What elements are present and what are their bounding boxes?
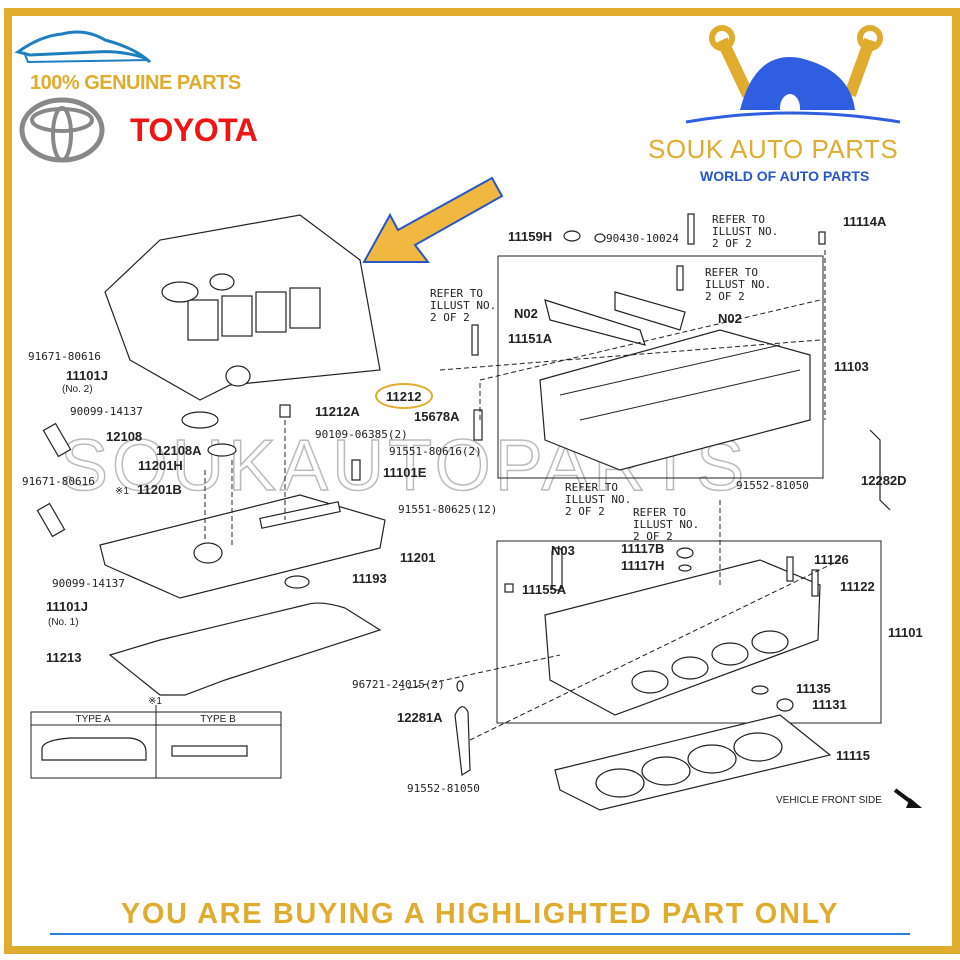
toyota-emblem-icon [19, 97, 105, 163]
callout: 11135 [796, 681, 831, 696]
svg-text:ILLUST NO.: ILLUST NO. [430, 299, 496, 312]
callout: 91552-81050 [736, 479, 809, 492]
callout: 91551-80616(2) [389, 445, 482, 458]
callout: 91551-80625(12) [398, 503, 497, 516]
small-parts [36, 324, 483, 589]
shop-tagline: WORLD OF AUTO PARTS [700, 168, 870, 184]
svg-text:REFER TO: REFER TO [430, 287, 483, 300]
callout: ※1 [115, 486, 129, 497]
callout: N03 [551, 543, 575, 558]
callout: 12281A [397, 710, 443, 725]
arrow-head-icon [906, 798, 922, 808]
image-frame [4, 8, 960, 954]
callout: 11101E [383, 465, 427, 480]
callout: 11122 [840, 579, 875, 594]
callout: 11155A [522, 582, 567, 597]
callout: N02 [514, 306, 538, 321]
callout: N02 [718, 311, 742, 326]
svg-text:REFER TO: REFER TO [565, 481, 618, 494]
svg-text:ILLUST NO.: ILLUST NO. [565, 493, 631, 506]
highlighted-part-banner: YOU ARE BUYING A HIGHLIGHTED PART ONLY [120, 898, 840, 930]
callout-labels: 91671-80616 11101J (No. 2) 90099-14137 1… [22, 214, 923, 795]
svg-text:2 OF 2: 2 OF 2 [430, 311, 470, 324]
seal-type-table: TYPE A TYPE B [30, 705, 282, 779]
callout: 11101J [66, 368, 108, 383]
callout-highlighted: 11212 [386, 389, 421, 404]
callout: 91552-81050 [407, 782, 480, 795]
callout: 11159H [508, 229, 552, 244]
svg-text:2 OF 2: 2 OF 2 [565, 505, 605, 518]
cam-housing-box [497, 255, 824, 479]
svg-text:REFER TO: REFER TO [705, 266, 758, 279]
refer-note: REFER TO ILLUST NO. 2 OF 2 [712, 213, 778, 250]
callout: 11201H [138, 458, 183, 473]
callout: 11151A [508, 331, 553, 346]
engine-hanger-part [869, 429, 891, 511]
callout: 11201 [400, 550, 435, 565]
callout: (No. 2) [62, 384, 93, 395]
genuine-parts-label: 100% GENUINE PARTS [30, 72, 241, 94]
svg-text:REFER TO: REFER TO [633, 506, 686, 519]
highlight-arrow-icon [362, 176, 504, 263]
callout: ※1 [148, 696, 162, 707]
callout: 11212A [315, 404, 360, 419]
valve-cover-part [99, 494, 386, 599]
cam-housing-part [539, 213, 826, 471]
callout: 12282D [861, 473, 907, 488]
callout: 11117B [621, 541, 664, 556]
brand-name: TOYOTA [130, 112, 258, 148]
svg-text:ILLUST NO.: ILLUST NO. [633, 518, 699, 531]
svg-text:2 OF 2: 2 OF 2 [712, 237, 752, 250]
callout: 11117H [621, 558, 664, 573]
vehicle-front-label: VEHICLE FRONT SIDE [776, 795, 882, 806]
callout: 90430-10024 [606, 232, 679, 245]
type-b-label: TYPE B [200, 714, 236, 725]
refer-note: REFER TO ILLUST NO. 2 OF 2 [705, 266, 771, 303]
cylinder-head-box [496, 540, 882, 724]
refer-note: REFER TO ILLUST NO. 2 OF 2 [565, 481, 631, 518]
banner-underline [50, 933, 910, 935]
refer-note: REFER TO ILLUST NO. 2 OF 2 [430, 287, 496, 324]
callout: 11201B [137, 482, 182, 497]
cylinder-head-part [456, 547, 821, 716]
callout: 96721-24015(2) [352, 678, 445, 691]
engine-cover-part [104, 214, 381, 401]
souk-logo-icon [685, 25, 901, 124]
callout: 15678A [414, 409, 460, 424]
svg-text:2 OF 2: 2 OF 2 [633, 530, 673, 543]
callout: 11114A [843, 214, 887, 229]
callout: 11115 [836, 748, 870, 763]
callout: 11126 [814, 552, 849, 567]
callout: 11101 [888, 625, 923, 640]
callout: 11193 [352, 571, 387, 586]
callout: 91671-80616 [22, 475, 95, 488]
shop-name: SOUK AUTO PARTS [648, 134, 899, 164]
callout: 11213 [46, 650, 81, 665]
callout: (No. 1) [48, 617, 79, 628]
callout: 12108 [106, 429, 142, 444]
engine-hanger-front-part [454, 706, 471, 777]
callout: 91671-80616 [28, 350, 101, 363]
svg-text:ILLUST NO.: ILLUST NO. [712, 225, 778, 238]
callout: 12108A [156, 443, 202, 458]
callout: 11101J [46, 599, 88, 614]
svg-text:ILLUST NO.: ILLUST NO. [705, 278, 771, 291]
callout: 11103 [834, 359, 869, 374]
valve-cover-gasket-part [108, 602, 382, 696]
dashed-leaders [204, 250, 841, 741]
car-logo-icon [14, 30, 152, 64]
callout: 11131 [812, 697, 847, 712]
type-a-label: TYPE A [75, 714, 110, 725]
callout: 90099-14137 [52, 577, 125, 590]
svg-text:2 OF 2: 2 OF 2 [705, 290, 745, 303]
callout: 90099-14137 [70, 405, 143, 418]
head-gasket-part [554, 714, 832, 811]
svg-text:REFER TO: REFER TO [712, 213, 765, 226]
callout: 90109-06385(2) [315, 428, 408, 441]
highlight-oval [375, 383, 433, 409]
refer-note: REFER TO ILLUST NO. 2 OF 2 [633, 506, 699, 543]
